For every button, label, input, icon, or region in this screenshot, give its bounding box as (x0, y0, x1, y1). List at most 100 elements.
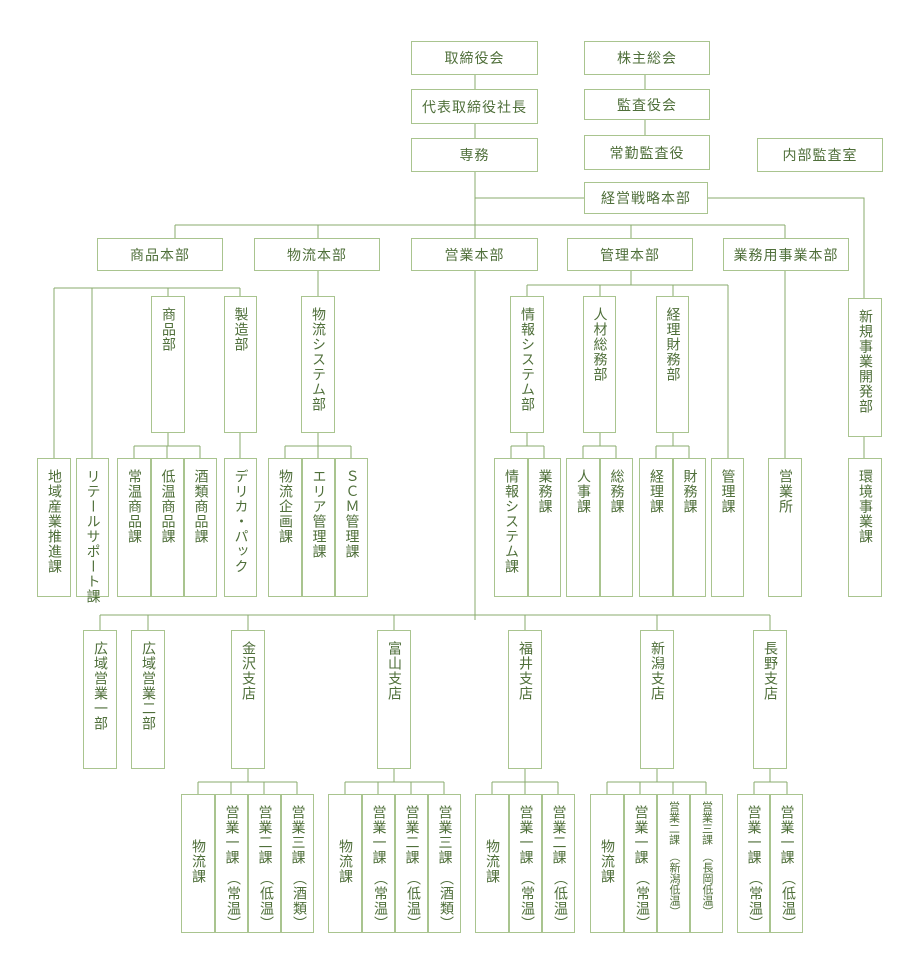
section-label: デリカ・パック (232, 469, 249, 574)
section-label: 人事課 (575, 469, 591, 514)
sec-area-mgmt: エリア管理課 (302, 458, 335, 597)
sec-scm: ＳＣＭ管理課 (335, 458, 368, 597)
section-sub: （常温） (747, 871, 763, 931)
sec-environment: 環境事業課 (848, 458, 882, 597)
sec-deli: デリカ・パック (224, 458, 257, 597)
dept-label: 経理財務部 (664, 307, 681, 382)
dept-hr-affairs: 人材総務部 (583, 296, 616, 433)
section-label: 低温商品課 (159, 469, 176, 544)
sec-ops: 業務課 (528, 458, 561, 597)
section-sub: （常温） (634, 871, 650, 931)
kanazawa-sales2: 営業二課 （低温） (248, 794, 281, 933)
section-label: 情報システム課 (503, 469, 519, 574)
standing-auditor-box: 常勤監査役 (584, 135, 710, 170)
dept-manufacturing: 製造部 (224, 296, 257, 433)
branch-label: 広域営業一部 (92, 641, 108, 731)
branch-label: 福井支店 (517, 641, 533, 701)
section-label: 物流課 (599, 839, 615, 884)
dept-product: 商品部 (151, 296, 185, 433)
dept-new-business: 新規事業開発部 (848, 298, 882, 437)
section-label: 営業二課 (667, 801, 681, 845)
section-sub: （常温） (519, 871, 535, 931)
sec-hr: 人事課 (566, 458, 600, 597)
dept-info-system: 情報システム部 (510, 296, 544, 433)
section-label: 営業一課 (778, 805, 795, 865)
section-label: 物流課 (190, 839, 206, 884)
sec-mgmt: 管理課 (711, 458, 744, 597)
section-label: 営業所 (777, 469, 793, 514)
dept-finance: 経理財務部 (656, 296, 689, 433)
hq-admin: 管理本部 (567, 238, 693, 271)
sec-liquor: 酒類商品課 (184, 458, 217, 597)
hq-logistics: 物流本部 (254, 238, 380, 271)
section-sub: （新潟低温） (668, 851, 681, 917)
section-label: リテールサポート課 (84, 469, 101, 604)
branch-label: 富山支店 (386, 641, 402, 701)
dept-logistics-system: 物流システム部 (301, 296, 335, 433)
section-label: 営業三課 (436, 805, 453, 865)
section-label: 管理課 (719, 469, 736, 514)
sec-ambient: 常温商品課 (117, 458, 151, 597)
fukui-logistics: 物流課 (475, 794, 509, 933)
section-label: 物流課 (337, 839, 353, 884)
sec-finance: 財務課 (673, 458, 706, 597)
sec-accounting: 経理課 (639, 458, 673, 597)
branch-label: 金沢支店 (240, 641, 256, 701)
section-label: 環境事業課 (857, 469, 873, 544)
toyama-sales1: 営業一課 （常温） (362, 794, 395, 933)
section-label: 業務課 (536, 469, 553, 514)
section-sub: （酒類） (438, 871, 454, 931)
sec-sales-office: 営業所 (768, 458, 802, 597)
section-label: 営業一課 (223, 805, 240, 865)
hq-sales: 営業本部 (411, 238, 538, 271)
niigata-logistics: 物流課 (590, 794, 624, 933)
sec-log-planning: 物流企画課 (268, 458, 302, 597)
hq-business-use: 業務用事業本部 (723, 238, 849, 271)
dept-label: 情報システム部 (519, 307, 535, 412)
section-label: 営業二課 (256, 805, 273, 865)
section-label: 営業一課 (370, 805, 387, 865)
toyama-logistics: 物流課 (328, 794, 362, 933)
branch-niigata: 新潟支店 (640, 630, 674, 769)
section-label: 営業三課 (700, 801, 714, 845)
sec-general: 総務課 (600, 458, 633, 597)
fukui-sales1: 営業一課（常温） (509, 794, 542, 933)
fukui-sales2: 営業二課 （低温） (542, 794, 575, 933)
section-label: 営業一課 (745, 805, 762, 865)
section-sub: （低温） (258, 871, 274, 931)
kanazawa-sales1: 営業一課 （常温） (215, 794, 248, 933)
section-sub: （常温） (372, 871, 388, 931)
hq-product: 商品本部 (97, 238, 223, 271)
kanazawa-sales3: 営業三課 （酒類） (281, 794, 314, 933)
sec-chilled: 低温商品課 (151, 458, 184, 597)
branch-kanazawa: 金沢支店 (231, 630, 265, 769)
strategy-box: 経営戦略本部 (584, 182, 708, 214)
sec-regional: 地域産業推進課 (37, 458, 71, 597)
branch-wide2: 広域営業二部 (131, 630, 165, 769)
branch-nagano: 長野支店 (753, 630, 787, 769)
branch-fukui: 福井支店 (508, 630, 542, 769)
dept-label: 新規事業開発部 (857, 309, 873, 414)
branch-toyama: 富山支店 (377, 630, 411, 769)
section-label: 常温商品課 (126, 469, 142, 544)
branch-label: 広域営業二部 (140, 641, 156, 731)
toyama-sales3: 営業三課 （酒類） (428, 794, 461, 933)
section-label: 物流企画課 (277, 469, 293, 544)
section-sub: （低温） (780, 871, 796, 931)
section-sub: （酒類） (291, 871, 307, 931)
section-label: 総務課 (608, 469, 625, 514)
niigata-sales2: 営業二課 （新潟低温） (657, 794, 690, 933)
section-label: 物流課 (484, 839, 500, 884)
nagano-sales2: 営業一課 （低温） (770, 794, 803, 933)
section-sub: （低温） (552, 871, 568, 931)
branch-label: 長野支店 (762, 641, 778, 701)
section-label: 営業二課 (550, 805, 567, 865)
section-label: 経理課 (648, 469, 664, 514)
section-label: 営業三課 (289, 805, 306, 865)
section-label: エリア管理課 (310, 469, 327, 559)
section-sub: （常温） (225, 871, 241, 931)
ceo-box: 代表取締役社長 (411, 89, 538, 124)
section-sub: （低温） (405, 871, 421, 931)
